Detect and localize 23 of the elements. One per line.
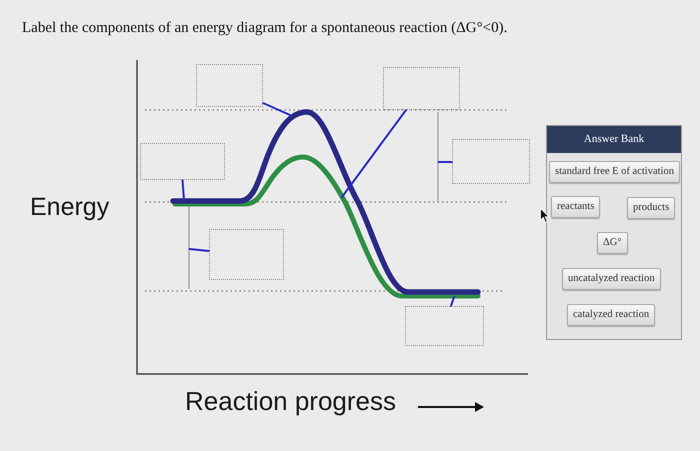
leader-line (341, 109, 407, 198)
leader-line (182, 179, 185, 201)
answer-bank-panel (546, 125, 682, 340)
answer-chip: uncatalyzed reaction (562, 268, 661, 290)
answer-chip: catalyzed reaction (567, 304, 656, 326)
leader-line (262, 102, 291, 116)
leader-line (438, 161, 453, 163)
answer-box (383, 67, 460, 110)
answer-chip: standard free E of activation (549, 161, 680, 183)
answer-box (140, 143, 225, 180)
axis-label: Energy (30, 195, 110, 220)
answer-box (405, 306, 484, 346)
answer-chip: reactants (551, 196, 600, 218)
answer-chip: products (627, 197, 676, 219)
energy-curve (170, 109, 481, 295)
question-text: Label the components of an energy diagram for a spontaneous reaction (ΔG°<0). (22, 19, 508, 37)
panel-heading: Answer Bank (547, 126, 681, 153)
axis-label: Reaction progress (185, 388, 396, 414)
leader-line (450, 296, 455, 307)
answer-box (452, 139, 530, 184)
leader-line (188, 248, 210, 252)
answer-box (196, 64, 263, 107)
answer-chip: ΔG° (597, 232, 628, 254)
